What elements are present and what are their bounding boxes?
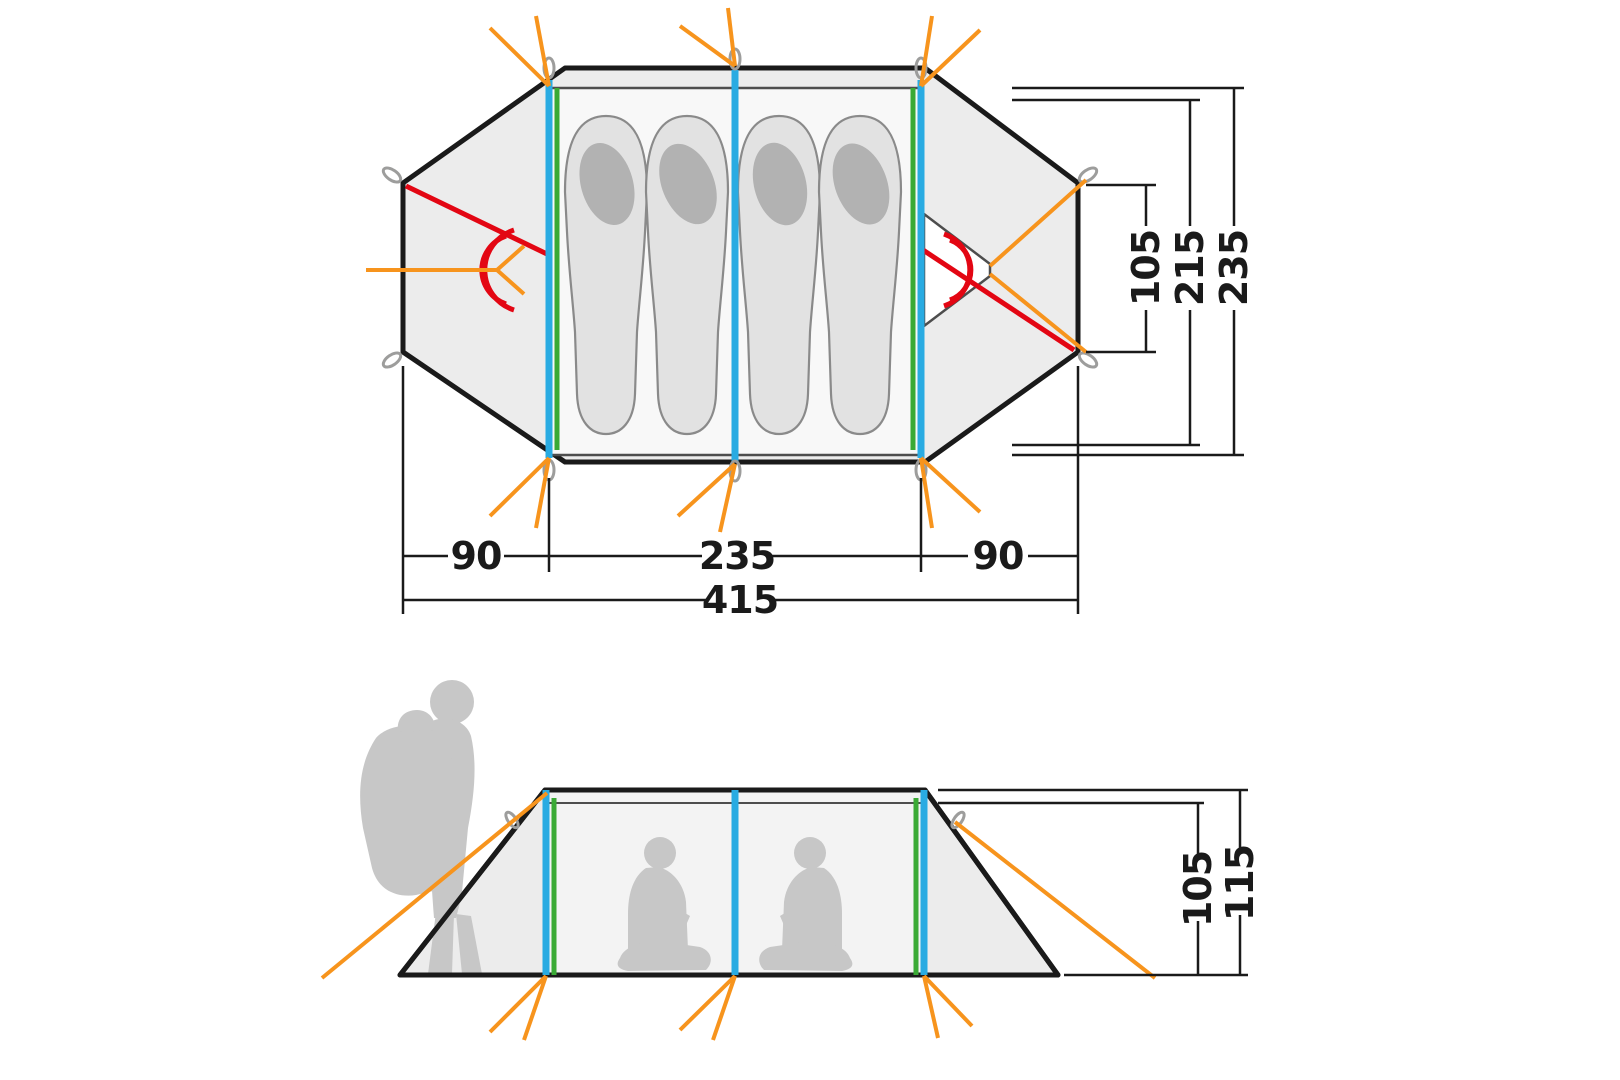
guy-line <box>676 462 737 518</box>
tent-side-outline <box>397 787 1061 978</box>
dim-label-inner-height: 105 <box>1176 851 1220 927</box>
guy-line <box>534 15 551 87</box>
guy-line <box>988 272 1088 354</box>
dim-label-total-length: 415 <box>702 578 778 622</box>
peg-loop-icon <box>381 351 403 369</box>
tent-top-view: 90 235 90 415 105 215 235 <box>366 7 1256 622</box>
tent-side-view: 105 115 <box>320 680 1262 1041</box>
dim-label-door-width: 105 <box>1124 230 1168 306</box>
guy-line <box>988 178 1088 268</box>
dim-label-total-height: 115 <box>1218 845 1262 921</box>
sleeping-bag <box>563 114 649 436</box>
peg-loop-icon <box>728 47 742 71</box>
sleeping-bag <box>644 114 730 436</box>
tent-poles-top <box>545 70 925 462</box>
sleeping-bag <box>736 114 822 436</box>
guy-line <box>953 820 1157 980</box>
tent-poles-side <box>542 790 928 975</box>
guy-lines-side <box>320 791 1157 1041</box>
guy-line <box>919 28 982 88</box>
width-dimensions: 105 215 235 <box>1012 86 1256 457</box>
guy-line <box>718 463 737 533</box>
guy-lines-top <box>366 7 1088 533</box>
peg-loop-icon <box>950 810 966 830</box>
guy-line <box>726 7 737 67</box>
dim-label-left-vestibule: 90 <box>451 534 502 578</box>
sleeping-bags <box>563 114 903 436</box>
guy-line <box>522 975 548 1041</box>
guy-line <box>922 975 940 1039</box>
dim-label-total-width: 235 <box>1212 230 1256 306</box>
guy-line <box>678 974 737 1032</box>
guy-line <box>488 26 551 88</box>
guy-line <box>495 244 526 272</box>
right-door-arc <box>943 231 973 309</box>
dim-label-inner-length: 235 <box>699 534 775 578</box>
guy-line <box>711 975 737 1041</box>
seated-person-silhouette <box>617 837 711 971</box>
length-dimensions: 90 235 90 415 <box>401 366 1080 622</box>
peg-loop-icon <box>1077 351 1099 369</box>
guy-line <box>534 457 551 529</box>
guy-line <box>919 15 934 87</box>
peg-loop-icon <box>1077 166 1099 184</box>
guy-line <box>320 791 549 980</box>
guy-line <box>919 457 934 529</box>
peg-loop-icon <box>381 166 403 184</box>
guy-line <box>488 974 548 1034</box>
right-door-zip <box>921 247 1076 353</box>
sleeping-bag <box>817 114 903 436</box>
guy-line <box>919 456 982 514</box>
guy-line <box>495 268 526 296</box>
guy-line <box>922 974 974 1028</box>
guy-line <box>488 456 551 518</box>
height-dimensions: 105 115 <box>938 788 1262 977</box>
dim-label-right-vestibule: 90 <box>973 534 1024 578</box>
guy-line <box>678 24 737 68</box>
dim-label-mid-width: 215 <box>1168 230 1212 306</box>
left-door-zip <box>404 183 549 257</box>
